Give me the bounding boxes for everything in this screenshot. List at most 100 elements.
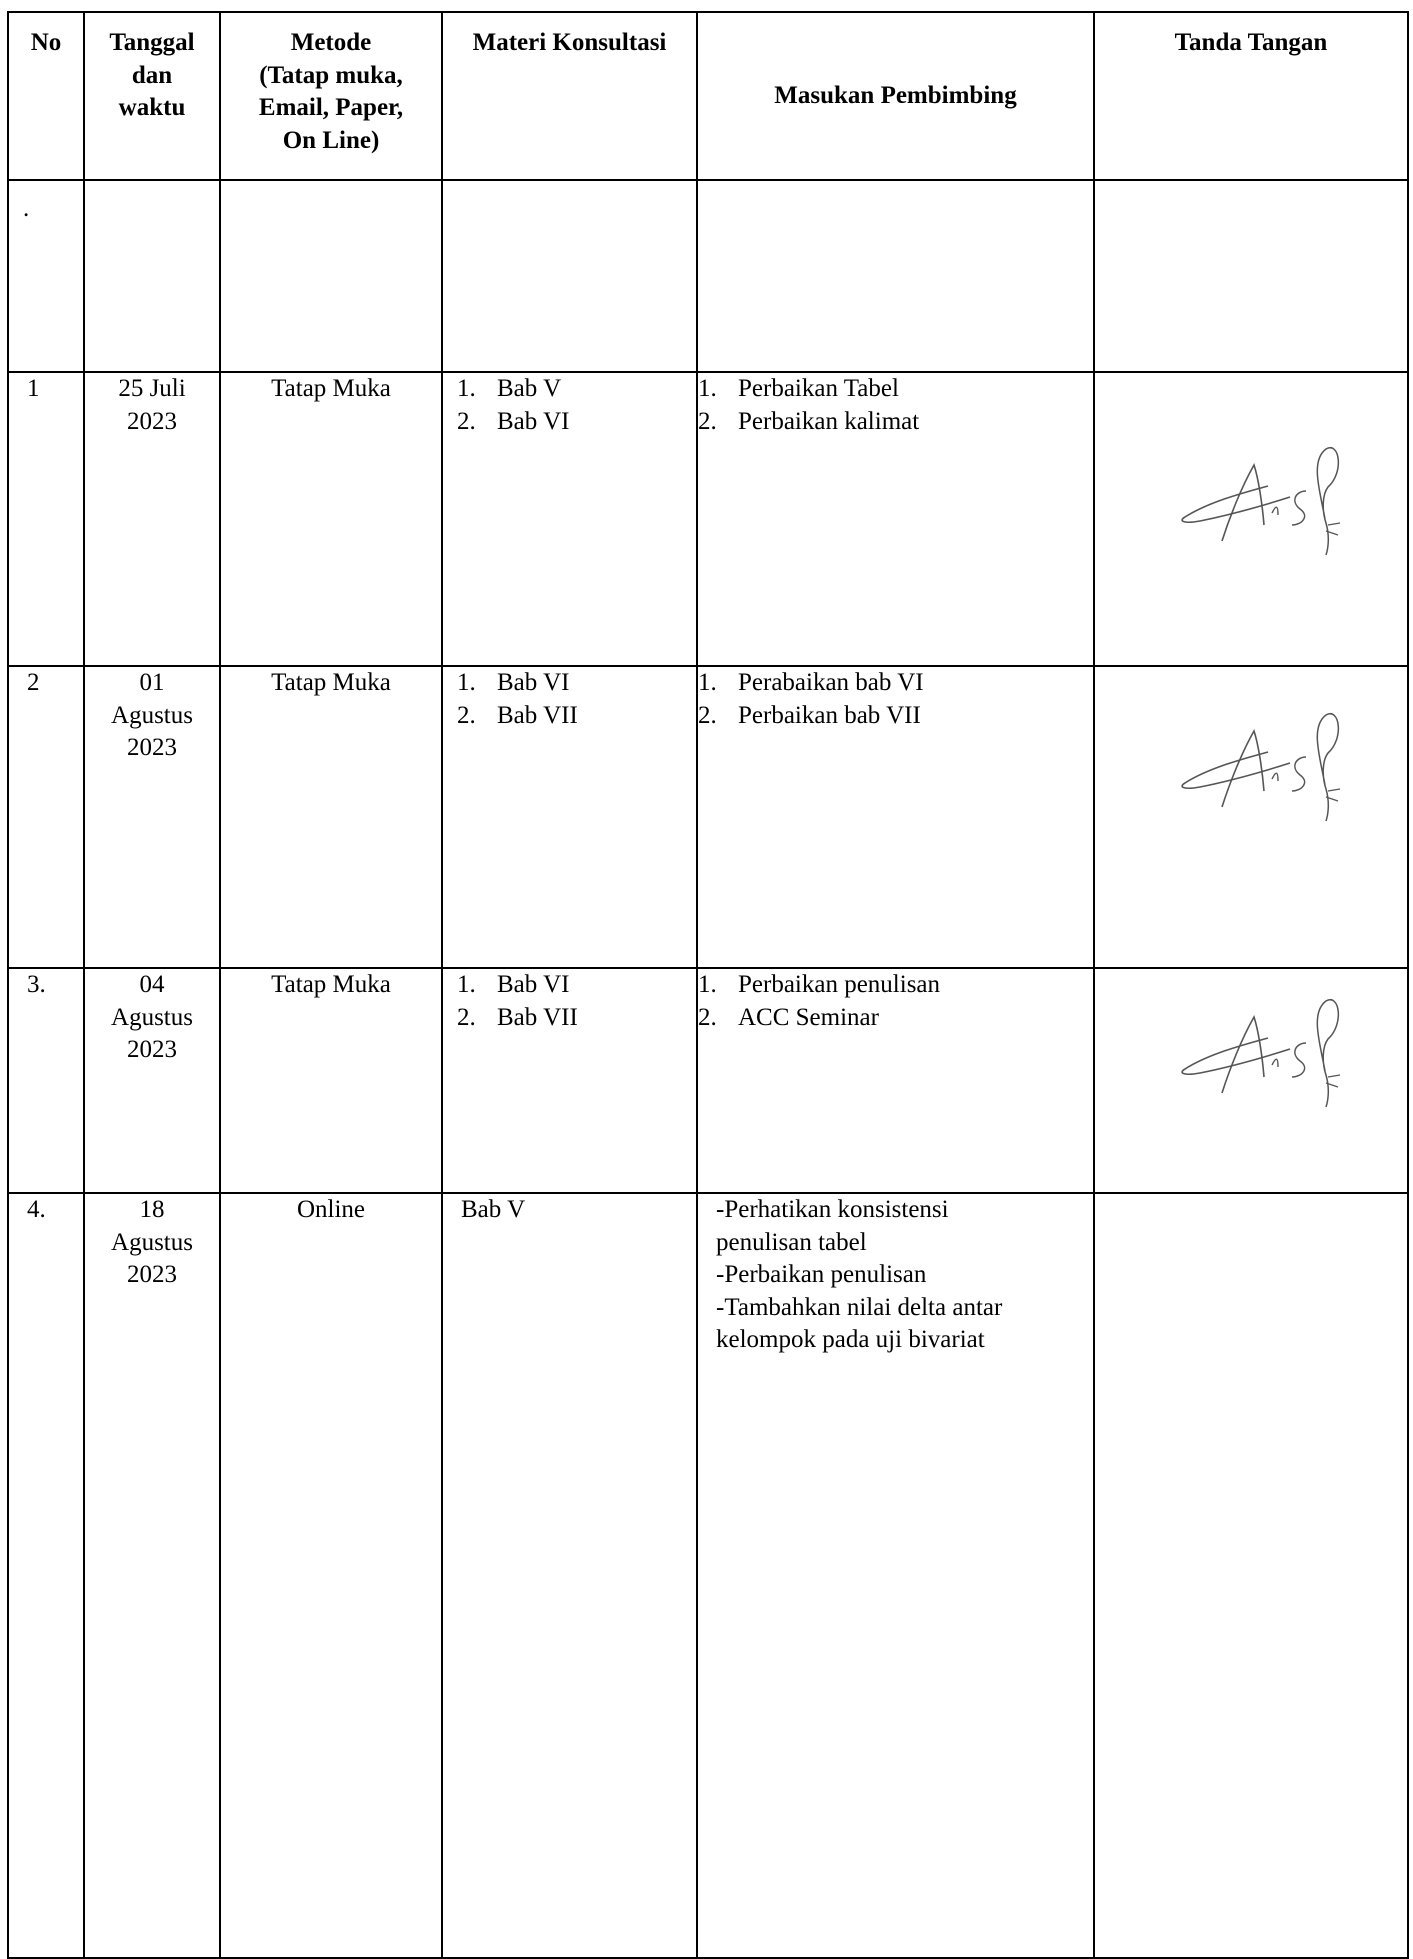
table-header-row: No Tanggal dan waktu Metode (Tatap muka,…	[7, 11, 1409, 181]
row-method: Online	[219, 1192, 443, 1959]
row-date: 18 Agustus 2023	[83, 1192, 221, 1959]
list-item-text: Perbaikan Tabel	[738, 375, 899, 402]
list-item: 2. Bab VII	[457, 700, 696, 733]
list-item-number: 2.	[457, 1003, 476, 1031]
masukan-line: -Perbaikan penulisan	[716, 1261, 927, 1288]
empty-cell	[83, 179, 221, 373]
masukan-line: kelompok pada uji bivariat	[716, 1326, 985, 1353]
list-item-text: Perbaikan penulisan	[738, 971, 941, 998]
masukan-line: penulisan tabel	[716, 1228, 867, 1256]
row-masukan: 1. Perbaikan penulisan 2. ACC Seminar	[696, 967, 1095, 1194]
header-metode-line: Metode	[290, 29, 372, 56]
row-date-line: 2023	[127, 407, 177, 435]
list-item-number: 1.	[698, 375, 717, 402]
list-item-text: Bab VII	[497, 701, 578, 729]
header-metode-line: (Tatap muka,	[259, 61, 403, 89]
row-materi: 1. Bab VI 2. Bab VII	[441, 665, 698, 969]
table-row: 4. 18 Agustus 2023 Online Bab V -Perhati…	[7, 1192, 1409, 1959]
empty-cell	[1093, 179, 1409, 373]
row-number: 4.	[7, 1192, 85, 1959]
row-date: 25 Juli 2023	[83, 371, 221, 667]
header-no: No	[7, 11, 85, 181]
row-date-line: Agustus	[111, 1228, 193, 1256]
materi-list: 1. Bab VI 2. Bab VII	[457, 667, 696, 732]
blank-row-marker: .	[7, 179, 85, 373]
table-row: 2 01 Agustus 2023 Tatap Muka 1. Bab VI 2.…	[7, 665, 1409, 969]
header-masukan: Masukan Pembimbing	[696, 11, 1095, 181]
row-date-line: 01	[139, 669, 165, 696]
list-item: 1. Bab V	[457, 373, 696, 406]
header-tanggal-line: Tanggal	[109, 29, 195, 56]
row-signature-cell	[1093, 665, 1409, 969]
list-item-text: Bab VI	[497, 407, 570, 435]
row-number: 3.	[7, 967, 85, 1194]
list-item-text: Bab VII	[497, 1003, 578, 1031]
list-item: 2.Perbaikan bab VII	[698, 700, 1093, 733]
header-tanggal-line: dan	[131, 61, 173, 89]
header-tanggal: Tanggal dan waktu	[83, 11, 221, 181]
table-row: 1 25 Juli 2023 Tatap Muka 1.Bab V 2.Bab …	[7, 371, 1409, 667]
list-item: 1.Bab VI	[457, 969, 696, 1002]
row-date: 04 Agustus 2023	[83, 967, 221, 1194]
row-masukan: -Perhatikan konsistensi penulisan tabel …	[696, 1192, 1095, 1959]
header-tanda-tangan: Tanda Tangan	[1093, 11, 1409, 181]
row-date-line: 25 Juli	[118, 375, 186, 402]
empty-cell	[441, 179, 698, 373]
header-tanggal-line: waktu	[118, 94, 186, 121]
masukan-line: -Tambahkan nilai delta antar	[716, 1293, 1003, 1321]
header-materi: Materi Konsultasi	[441, 11, 698, 181]
list-item-text: Bab VI	[497, 669, 570, 696]
row-date: 01 Agustus 2023	[83, 665, 221, 969]
row-date-line: Agustus	[111, 1003, 193, 1031]
list-item: 1. Perbaikan Tabel	[698, 373, 1093, 406]
empty-cell	[219, 179, 443, 373]
row-date-line: 18	[139, 1196, 165, 1223]
row-number: 2	[7, 665, 85, 969]
row-method: Tatap Muka	[219, 371, 443, 667]
signature-image	[1181, 447, 1341, 556]
row-signature-cell	[1093, 371, 1409, 667]
row-masukan: 1. Perabaikan bab VI 2.Perbaikan bab VII	[696, 665, 1095, 969]
list-item: 2. ACC Seminar	[698, 1002, 1093, 1035]
list-item-text: Perabaikan bab VI	[738, 669, 924, 696]
list-item-text: Perbaikan kalimat	[738, 407, 920, 435]
list-item-number: 2.	[698, 701, 717, 729]
row-date-line: Agustus	[111, 701, 193, 729]
header-metode-line: Email, Paper,	[258, 94, 404, 121]
materi-list: 1.Bab VI 2. Bab VII	[457, 969, 696, 1034]
row-number: 1	[7, 371, 85, 667]
row-method: Tatap Muka	[219, 665, 443, 969]
masukan-list: 1. Perabaikan bab VI 2.Perbaikan bab VII	[698, 667, 1093, 732]
list-item-text: Bab VI	[497, 971, 570, 998]
list-item-number: 1.	[457, 669, 476, 696]
consultation-log-table: No Tanggal dan waktu Metode (Tatap muka,…	[7, 11, 1409, 1959]
list-item-number: 1.	[457, 375, 476, 402]
row-date-line: 2023	[127, 1261, 177, 1288]
row-materi: Bab V	[441, 1192, 698, 1959]
list-item: 1. Perabaikan bab VI	[698, 667, 1093, 700]
masukan-line: -Perhatikan konsistensi	[716, 1196, 949, 1223]
list-item-text: ACC Seminar	[738, 1003, 879, 1031]
list-item: 1. Bab VI	[457, 667, 696, 700]
row-method: Tatap Muka	[219, 967, 443, 1194]
list-item-number: 1.	[698, 971, 717, 998]
signature-image	[1181, 999, 1341, 1108]
list-item-number: 2.	[457, 701, 476, 729]
list-item-text: Bab V	[497, 375, 562, 402]
empty-cell	[696, 179, 1095, 373]
table-row-blank: .	[7, 179, 1409, 373]
table-row: 3. 04 Agustus 2023 Tatap Muka 1.Bab VI 2…	[7, 967, 1409, 1194]
row-materi: 1.Bab VI 2. Bab VII	[441, 967, 698, 1194]
row-date-line: 04	[139, 971, 165, 998]
list-item: 2. Bab VII	[457, 1002, 696, 1035]
list-item: 2.Perbaikan kalimat	[698, 406, 1093, 439]
row-materi: 1.Bab V 2.Bab VI	[441, 371, 698, 667]
list-item-number: 1.	[698, 669, 717, 696]
masukan-list: 1. Perbaikan Tabel 2.Perbaikan kalimat	[698, 373, 1093, 438]
list-item-number: 2.	[698, 1003, 717, 1031]
header-metode: Metode (Tatap muka, Email, Paper, On Lin…	[219, 11, 443, 181]
header-metode-line: On Line)	[282, 126, 380, 154]
row-signature-cell	[1093, 1192, 1409, 1959]
row-date-line: 2023	[127, 1036, 177, 1063]
